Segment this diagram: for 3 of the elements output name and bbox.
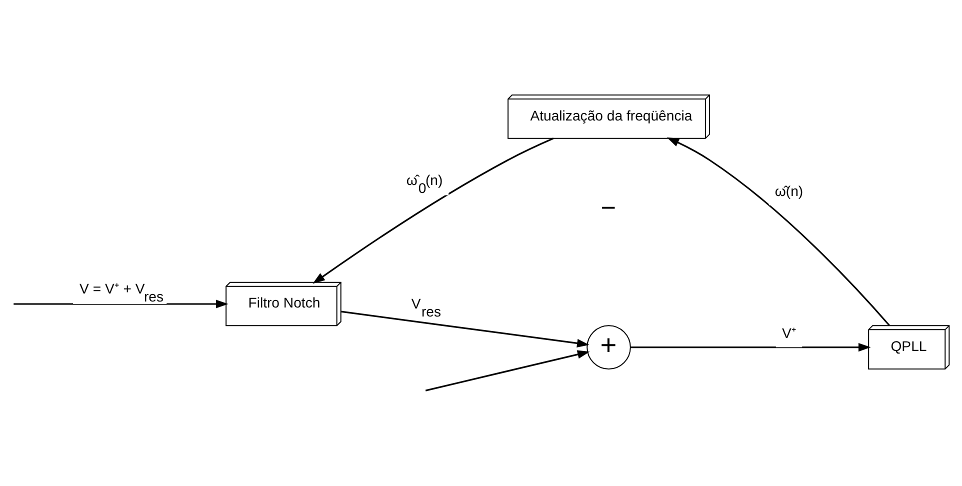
label: − [600,192,616,223]
edge-label: ω̂(n) [774,182,804,199]
edge-label: V⁺ [782,324,796,341]
